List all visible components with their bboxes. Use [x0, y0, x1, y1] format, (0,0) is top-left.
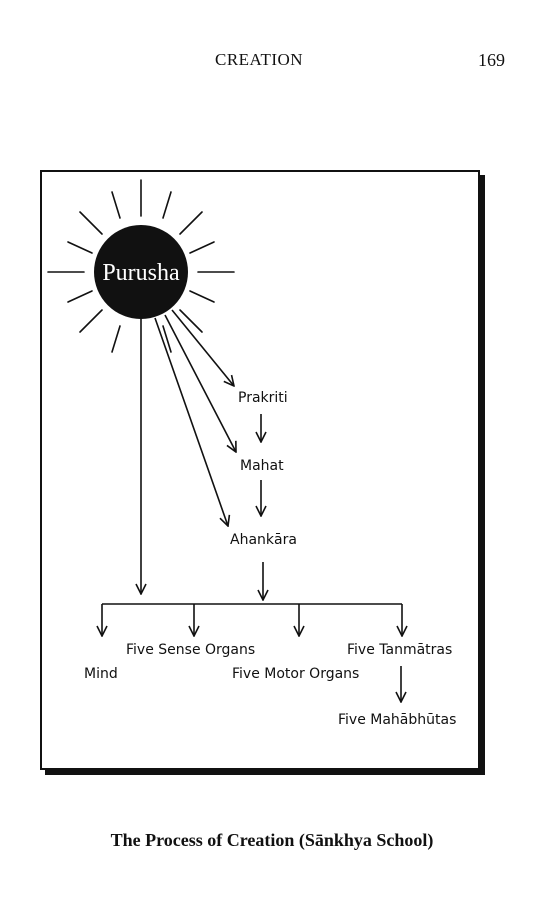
node-five-motor-organs: Five Motor Organs [232, 666, 359, 682]
ray [79, 211, 103, 235]
chain-arrows [261, 414, 263, 600]
arrow-purusha-mahat [164, 314, 236, 452]
arrow-purusha-prakriti [171, 309, 234, 386]
sun-rays [47, 179, 235, 353]
creation-diagram: Purusha Prakriti Mahat Ahankāra F [47, 179, 456, 728]
ray [79, 309, 103, 333]
purusha-sun [94, 225, 188, 319]
page-number: 169 [478, 50, 505, 70]
ray [189, 241, 215, 254]
node-mind: Mind [84, 666, 118, 682]
branch-structure [102, 603, 402, 702]
ray [179, 211, 203, 235]
ray [162, 325, 172, 353]
figure-caption: The Process of Creation (Sānkhya School) [110, 830, 434, 850]
node-mahat: Mahat [240, 458, 284, 474]
diagram: Purusha Prakriti Mahat Ahankāra F [40, 170, 488, 780]
node-five-tanmatras: Five Tanmātras [347, 642, 452, 658]
ray [189, 290, 215, 303]
running-title: CREATION [215, 50, 304, 69]
node-ahankara: Ahankāra [230, 532, 297, 548]
ray [179, 309, 203, 333]
node-five-mahabhutas: Five Mahābhūtas [338, 712, 456, 728]
ray [111, 325, 121, 353]
ray [111, 191, 121, 219]
purusha-arrows [141, 309, 236, 594]
ray [67, 290, 93, 303]
purusha-label: Purusha [102, 260, 180, 286]
ray [162, 191, 172, 219]
ray [67, 241, 93, 254]
node-prakriti: Prakriti [238, 390, 288, 406]
arrow-purusha-ahankara [154, 317, 228, 526]
running-head: CREATION 169 [0, 48, 544, 72]
node-five-sense-organs: Five Sense Organs [126, 642, 255, 658]
